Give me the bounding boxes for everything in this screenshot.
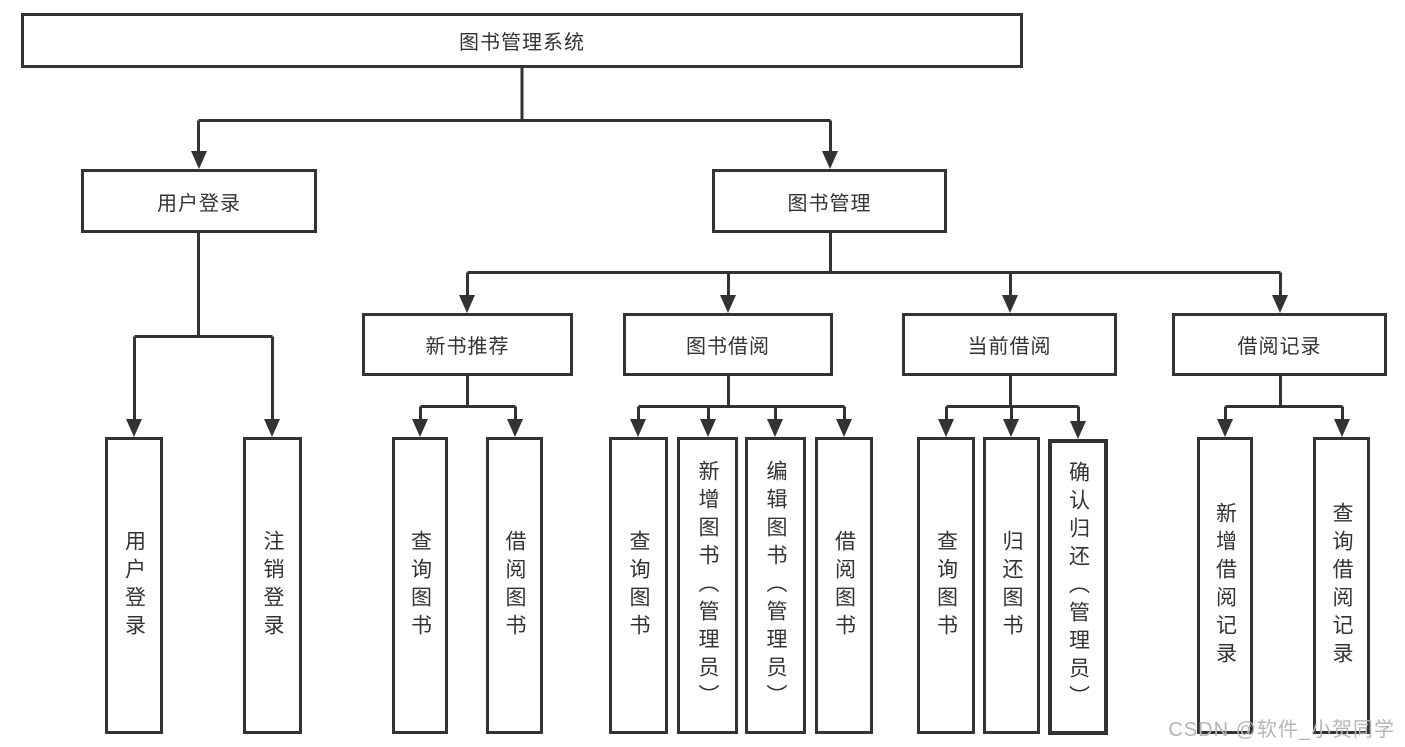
node-label: 当前借阅 xyxy=(967,336,1052,358)
node-label: 图书借阅 xyxy=(686,336,770,358)
leaf-user-login: 用户登录 xyxy=(105,437,163,734)
arrowhead-icons xyxy=(126,151,1350,439)
leaf-label: 注销登录 xyxy=(261,529,284,642)
leaf-confirm-return-admin: 确认归还（管理员） xyxy=(1048,439,1108,735)
leaf-label: 查询借阅记录 xyxy=(1330,501,1353,670)
leaf-label: 查询图书 xyxy=(934,529,958,642)
node-new-book-recommendation: 新书推荐 xyxy=(362,313,573,376)
leaf-label: 查询图书 xyxy=(627,529,650,642)
leaf-label: 新增图书（管理员） xyxy=(696,459,719,712)
leaf-label: 归还图书 xyxy=(1000,529,1023,642)
node-library-management-system: 图书管理系统 xyxy=(21,13,1023,68)
leaf-label: 确认归还（管理员） xyxy=(1066,461,1090,713)
leaf-logout: 注销登录 xyxy=(243,437,302,734)
leaf-query-books-newbook: 查询图书 xyxy=(392,437,448,734)
leaf-label: 查询图书 xyxy=(408,529,432,642)
leaf-label: 借阅图书 xyxy=(503,529,526,642)
leaf-borrow-books-borrow: 借阅图书 xyxy=(815,437,873,734)
leaf-query-books-borrow: 查询图书 xyxy=(609,437,668,734)
node-user-login: 用户登录 xyxy=(81,169,317,233)
node-book-management: 图书管理 xyxy=(712,169,947,233)
leaf-label: 用户登录 xyxy=(122,529,146,642)
node-borrowing-records: 借阅记录 xyxy=(1172,313,1387,376)
leaf-add-books-admin: 新增图书（管理员） xyxy=(677,437,738,734)
leaf-add-borrow-record: 新增借阅记录 xyxy=(1197,437,1253,734)
node-label: 用户登录 xyxy=(157,192,241,215)
leaf-label: 新增借阅记录 xyxy=(1213,501,1237,670)
watermark-csdn: CSDN @软件_小贺同学 xyxy=(1168,719,1395,741)
leaf-edit-books-admin: 编辑图书（管理员） xyxy=(745,437,806,734)
node-label: 新书推荐 xyxy=(425,336,510,358)
node-label: 图书管理 xyxy=(787,192,872,215)
node-book-borrowing: 图书借阅 xyxy=(623,313,833,376)
leaf-label: 编辑图书（管理员） xyxy=(764,459,787,712)
leaf-borrow-books-newbook: 借阅图书 xyxy=(486,437,543,734)
leaf-return-books: 归还图书 xyxy=(983,437,1040,734)
node-current-borrowing: 当前借阅 xyxy=(902,313,1117,376)
node-label: 借阅记录 xyxy=(1237,336,1322,358)
leaf-label: 借阅图书 xyxy=(832,529,856,642)
leaf-query-borrow-record: 查询借阅记录 xyxy=(1313,437,1370,734)
node-label: 图书管理系统 xyxy=(459,32,585,54)
leaf-query-books-current: 查询图书 xyxy=(917,437,975,734)
